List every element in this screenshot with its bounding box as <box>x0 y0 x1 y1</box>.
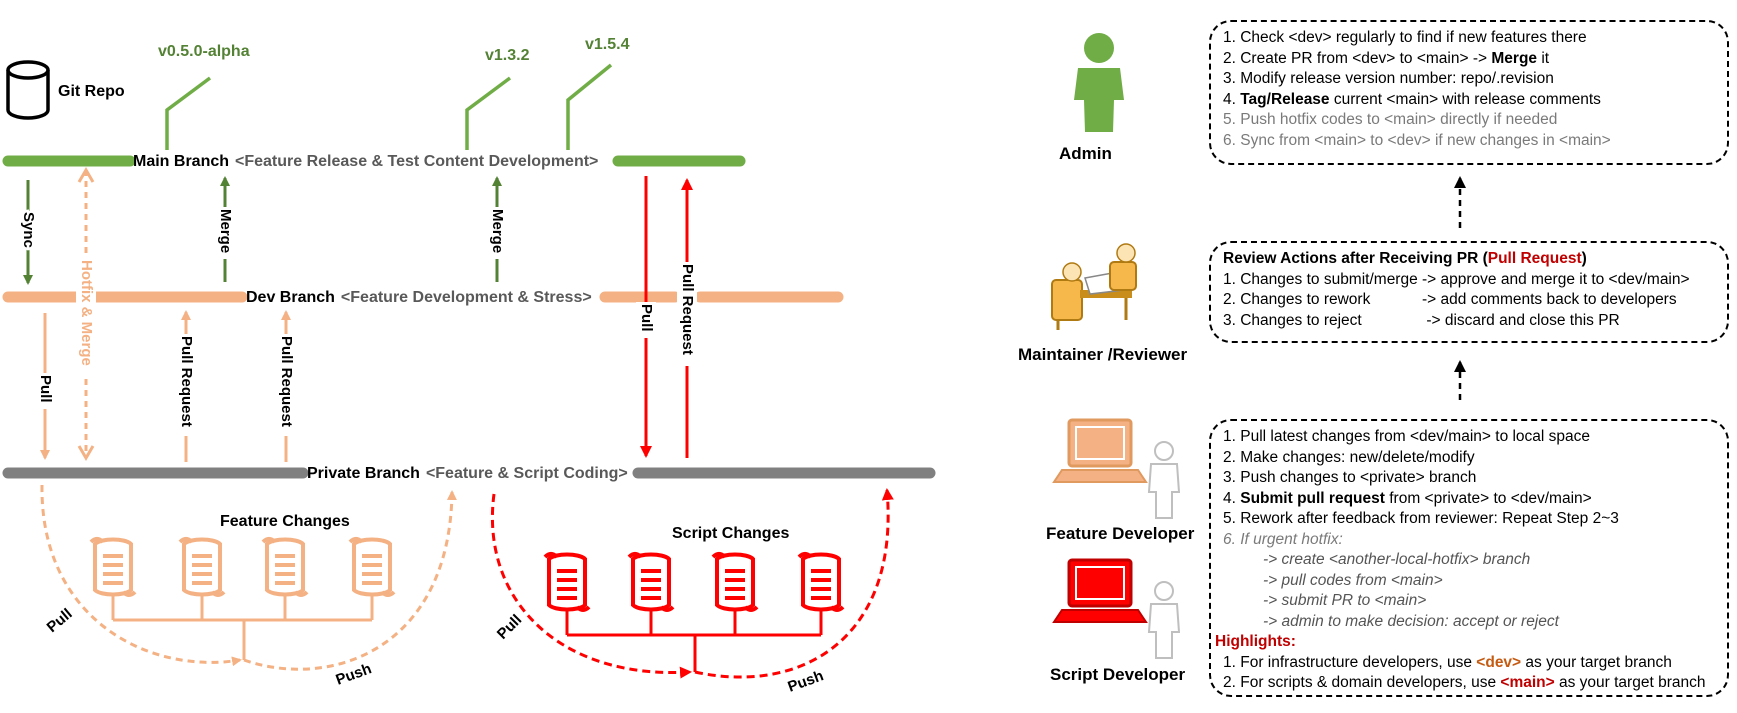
hotfix-substep: -> create <another-local-hotfix> branch <box>1263 551 1531 568</box>
review-title: Review Actions after Receiving PR (Pull … <box>1223 250 1587 267</box>
script-push-label: Push <box>786 667 826 696</box>
dev-step: 6. If urgent hotfix: <box>1223 530 1343 548</box>
merge-label: Merge <box>217 209 234 253</box>
feature-connector <box>111 596 374 660</box>
tag-lines <box>165 63 613 150</box>
admin-step: 4. Tag/Release current <main> with relea… <box>1223 90 1601 108</box>
dev-step: 4. Submit pull request from <private> to… <box>1223 489 1592 507</box>
person-icon <box>1074 33 1124 132</box>
document-icon <box>711 552 759 612</box>
role-script-developer: Script Developer <box>1050 665 1186 684</box>
hotfix-substep: -> pull codes from <main> <box>1263 571 1443 589</box>
hotfix-label-bg <box>76 258 96 378</box>
admin-step: 2. Create PR from <dev> to <main> -> Mer… <box>1223 49 1550 67</box>
pull-request-label: Pull Request <box>278 336 295 427</box>
red-pull-request-label: Pull Request <box>679 264 696 355</box>
script-pull-label: Pull <box>494 611 525 642</box>
admin-step: 5. Push hotfix codes to <main> directly … <box>1223 111 1558 128</box>
pull-request-label-bg <box>276 334 296 436</box>
hotfix-merge-label: Hotfix & Merge <box>78 260 95 366</box>
document-icon <box>543 552 591 612</box>
hotfix-arrowheads <box>77 167 95 461</box>
main-branch-label: Main Branch<Feature Release & Test Conte… <box>133 153 598 170</box>
pull-request-label: Pull Request <box>178 336 195 427</box>
review-step: 3. Changes to reject -> discard and clos… <box>1223 311 1620 329</box>
database-icon <box>6 60 50 120</box>
document-icon <box>627 552 675 612</box>
admin-step: 6. Sync from <main> to <dev> if new chan… <box>1223 131 1611 149</box>
laptop-icon <box>1052 558 1148 623</box>
highlights-title: Highlights: <box>1215 633 1296 650</box>
script-docs <box>543 552 845 612</box>
developer-actions-box: 1. Pull latest changes from <dev/main> t… <box>1209 419 1729 697</box>
admin-step: 3. Modify release version number: repo/.… <box>1223 70 1554 87</box>
merge-label: Merge <box>489 209 506 253</box>
admin-step: 1. Check <dev> regularly to find if new … <box>1223 29 1587 46</box>
feature-push-curve <box>243 490 457 671</box>
merge-label-bg <box>487 207 507 259</box>
review-step: 2. Changes to rework -> add comments bac… <box>1223 291 1677 308</box>
private-branch: Private Branch<Feature & Script Coding> <box>2 465 936 482</box>
dev-step: 2. Make changes: new/delete/modify <box>1223 448 1475 466</box>
feature-pull-label: Pull <box>44 605 76 636</box>
highlight-item: 2. For scripts & domain developers, use … <box>1223 674 1706 691</box>
document-icon <box>89 537 137 597</box>
pull-label: Pull <box>37 375 54 403</box>
feature-docs <box>89 537 396 597</box>
feature-pull-curve <box>40 484 242 667</box>
dev-branch: Dev Branch<Feature Development & Stress> <box>2 289 844 306</box>
highlight-item: 1. For infrastructure developers, use <d… <box>1223 653 1672 671</box>
dev-branch-label: Dev Branch<Feature Development & Stress> <box>246 289 592 306</box>
admin-actions-box: 1. Check <dev> regularly to find if new … <box>1209 20 1729 165</box>
document-icon <box>261 537 309 597</box>
pull-request-label-bg <box>176 334 196 436</box>
script-changes-title: Script Changes <box>672 525 789 542</box>
feature-changes-title: Feature Changes <box>220 513 350 530</box>
review-actions-box: Review Actions after Receiving PR (Pull … <box>1209 241 1729 343</box>
role-admin: Admin <box>1059 144 1112 163</box>
role-feature-developer: Feature Developer <box>1046 524 1195 543</box>
document-icon <box>178 537 226 597</box>
red-pull-label: Pull <box>638 304 655 332</box>
dev-step: 5. Rework after feedback from reviewer: … <box>1223 510 1619 527</box>
role-maintainer: Maintainer /Reviewer <box>1018 345 1188 364</box>
red-pull-request-label-bg <box>677 262 697 366</box>
document-icon <box>797 552 845 612</box>
pull-label-bg <box>35 373 55 409</box>
document-icon <box>348 537 396 597</box>
red-pull-label-bg <box>636 302 656 338</box>
script-pull-curve <box>491 493 692 679</box>
private-branch-label: Private Branch<Feature & Script Coding> <box>307 465 628 482</box>
sync-label-bg: Sync <box>20 212 37 248</box>
dev-step: 1. Pull latest changes from <dev/main> t… <box>1223 428 1591 445</box>
dev-step: 3. Push changes to <private> branch <box>1223 469 1477 486</box>
meeting-icon <box>1051 243 1137 330</box>
person-icon <box>1147 581 1181 659</box>
script-connector <box>565 611 823 672</box>
laptop-icon <box>1052 418 1148 483</box>
sync-label: Sync <box>20 212 37 248</box>
person-icon <box>1147 441 1181 519</box>
hotfix-substep: -> admin to make decision: accept or rej… <box>1263 612 1559 630</box>
tag-label: v1.3.2 <box>485 47 530 64</box>
hotfix-substep: -> submit PR to <main> <box>1263 592 1427 609</box>
merge-label-bg <box>215 207 235 259</box>
review-step: 1. Changes to submit/merge -> approve an… <box>1223 270 1690 288</box>
script-push-curve <box>694 488 894 679</box>
repo-label: Git Repo <box>58 83 125 100</box>
tag-label: v1.5.4 <box>585 36 630 53</box>
tag-label: v0.5.0-alpha <box>158 43 250 60</box>
main-branch: Main Branch<Feature Release & Test Conte… <box>2 153 746 170</box>
